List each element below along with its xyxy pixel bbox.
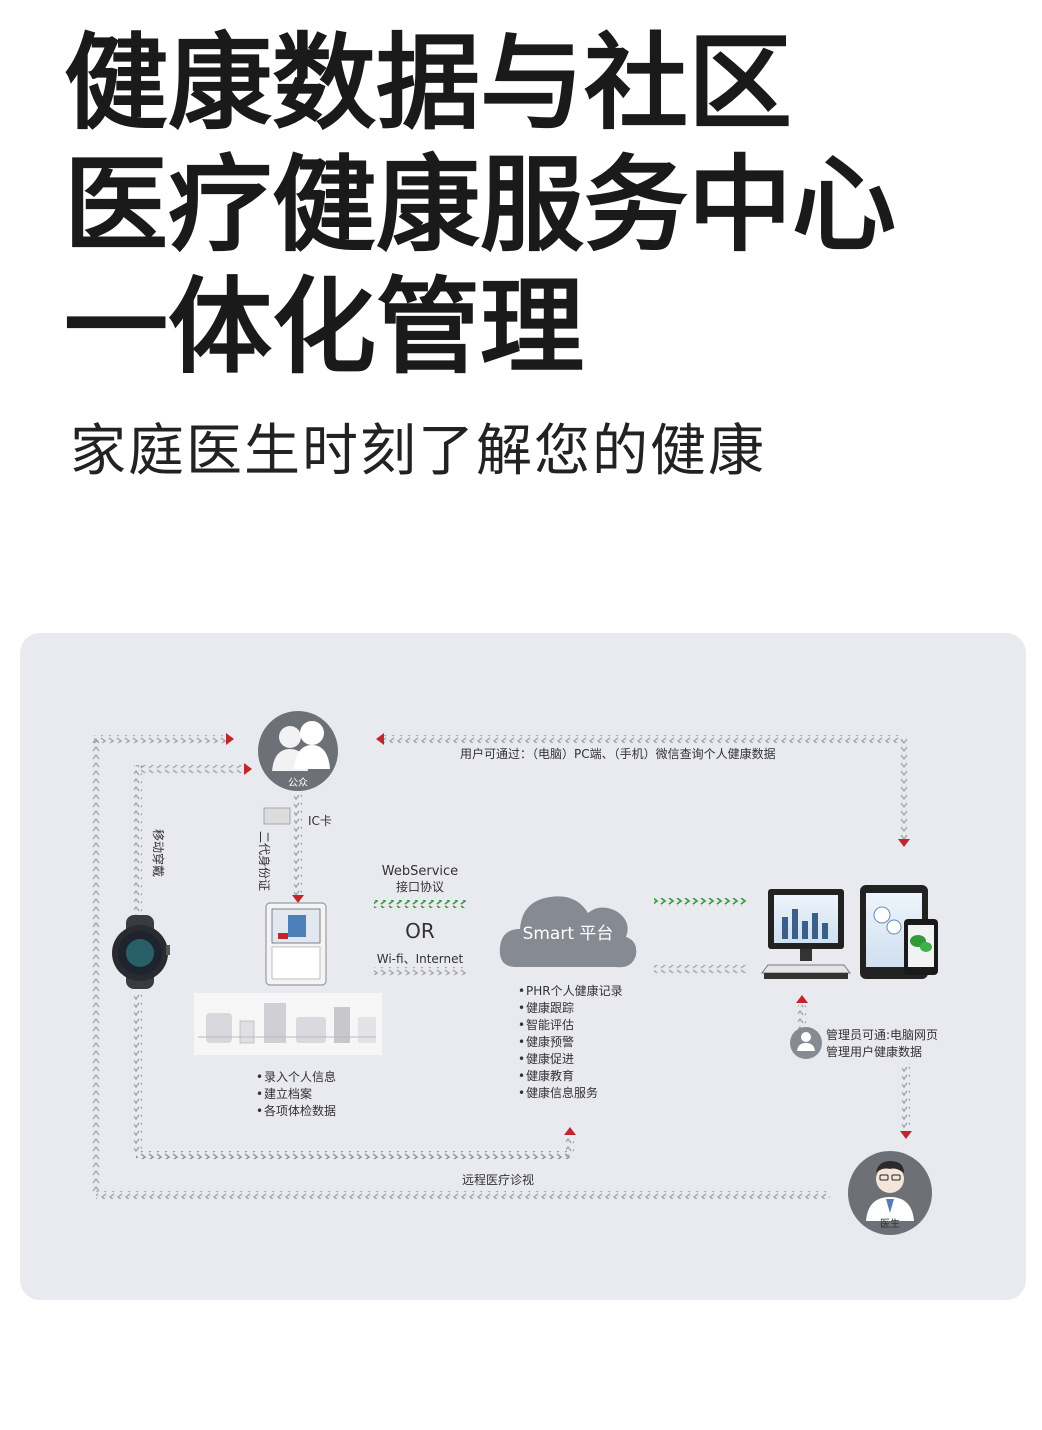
arrow-gray-to-devices — [654, 965, 748, 973]
doctor-avatar — [848, 1151, 932, 1235]
public-avatar — [258, 711, 338, 791]
arrow-top-right-horizontal — [384, 735, 902, 743]
arrow-bottom-inner-up — [566, 1133, 574, 1157]
platform-item: • — [518, 1035, 525, 1049]
ic-card-icon — [263, 807, 291, 825]
interface-label: 接口协议 — [396, 879, 444, 894]
arrow-head-red — [226, 733, 234, 745]
station-item-label: 各项体检数据 — [264, 1103, 336, 1118]
desktop-pc-icon — [761, 889, 851, 979]
or-label: OR — [405, 919, 435, 943]
arrow-wear-down — [134, 993, 142, 1153]
ic-card-label: IC卡 — [308, 814, 332, 828]
health-kiosk-icon — [265, 902, 327, 986]
wifi-label: Wi-fi、Internet — [377, 952, 464, 966]
title-block: 健康数据与社区 医疗健康服务中心 一体化管理 — [64, 22, 964, 388]
platform-item-label: 健康教育 — [526, 1068, 574, 1083]
arrow-head-red — [376, 733, 384, 745]
doctor-label: 医生 — [880, 1217, 900, 1230]
arrow-bottom-outer-up — [92, 923, 100, 1193]
arrow-inner-left-horizontal — [136, 765, 244, 773]
arrow-inner-left-vertical — [134, 765, 142, 915]
title-line-3: 一体化管理 — [64, 266, 585, 388]
arrow-bottom-inner — [136, 1151, 570, 1159]
medical-devices-image — [194, 993, 382, 1055]
smart-platform-label: Smart 平台 — [523, 924, 614, 944]
mobile-wear-label: 移动穿戴 — [151, 829, 166, 877]
admin-line-2: 管理用户健康数据 — [826, 1044, 922, 1059]
arrow-gray-wifi — [374, 967, 468, 975]
arrow-head-red — [796, 995, 808, 1003]
public-label: 公众 — [288, 777, 308, 789]
arrow-head-red — [900, 1131, 912, 1139]
arrow-admin-up — [798, 1005, 806, 1029]
arrow-left-up-vertical — [92, 735, 100, 925]
platform-item-label: 健康跟踪 — [526, 1000, 574, 1015]
platform-item: • — [518, 1052, 525, 1066]
station-list: • 录入个人信息 • 建立档案 • 各项体检数据 — [256, 1069, 336, 1118]
tablet-phone-icon — [860, 885, 938, 979]
remote-medical-label: 远程医疗诊视 — [462, 1172, 534, 1187]
admin-avatar — [790, 1027, 822, 1059]
platform-item: • — [518, 984, 525, 998]
admin-line-1: 管理员可通:电脑网页 — [826, 1027, 938, 1042]
subtitle: 家庭医生时刻了解您的健康 — [70, 419, 766, 484]
station-item-label: 录入个人信息 — [264, 1069, 336, 1084]
station-item-label: 建立档案 — [264, 1086, 312, 1101]
diagram-card: 公众 用户可通过：（电脑）PC端、（手机）微信查询个人健康数据 IC卡 二代身份… — [20, 633, 1026, 1300]
station-item: • — [256, 1070, 263, 1084]
platform-item-label: PHR个人健康记录 — [526, 983, 623, 998]
smartwatch-icon — [112, 915, 170, 989]
title-line-2: 医疗健康服务中心 — [64, 144, 897, 266]
platform-item-label: 健康促进 — [526, 1051, 574, 1066]
arrow-green-to-devices — [654, 898, 748, 906]
platform-item-label: 健康信息服务 — [526, 1085, 598, 1100]
title-line-1: 健康数据与社区 — [64, 22, 793, 144]
arrow-head-red — [898, 839, 910, 847]
platform-item: • — [518, 1018, 525, 1032]
platform-item: • — [518, 1069, 525, 1083]
arrow-right-down-vertical — [900, 737, 908, 839]
arrow-head-red — [564, 1127, 576, 1135]
platform-item-label: 智能评估 — [526, 1017, 574, 1032]
arrow-admin-down — [902, 1067, 910, 1131]
id-card-label: 二代身份证 — [257, 831, 272, 891]
station-item: • — [256, 1104, 263, 1118]
platform-list: • PHR个人健康记录 • 健康跟踪 • 智能评估 • 健康预警 • 健康促进 … — [518, 983, 623, 1100]
flow-diagram: 公众 用户可通过：（电脑）PC端、（手机）微信查询个人健康数据 IC卡 二代身份… — [92, 711, 938, 1235]
arrow-bottom-outer — [96, 1191, 830, 1199]
platform-item: • — [518, 1001, 525, 1015]
platform-item-label: 健康预警 — [526, 1034, 574, 1049]
arrow-head-red — [292, 895, 304, 903]
arrow-green-webservice — [374, 900, 468, 908]
cloud-icon — [499, 896, 637, 968]
arrow-head-red — [244, 763, 252, 775]
arrow-public-down — [294, 795, 302, 897]
arrow-top-left-horizontal — [94, 735, 226, 743]
webservice-label: WebService — [382, 864, 458, 879]
station-item: • — [256, 1087, 263, 1101]
platform-item: • — [518, 1086, 525, 1100]
top-note: 用户可通过：（电脑）PC端、（手机）微信查询个人健康数据 — [460, 746, 776, 761]
